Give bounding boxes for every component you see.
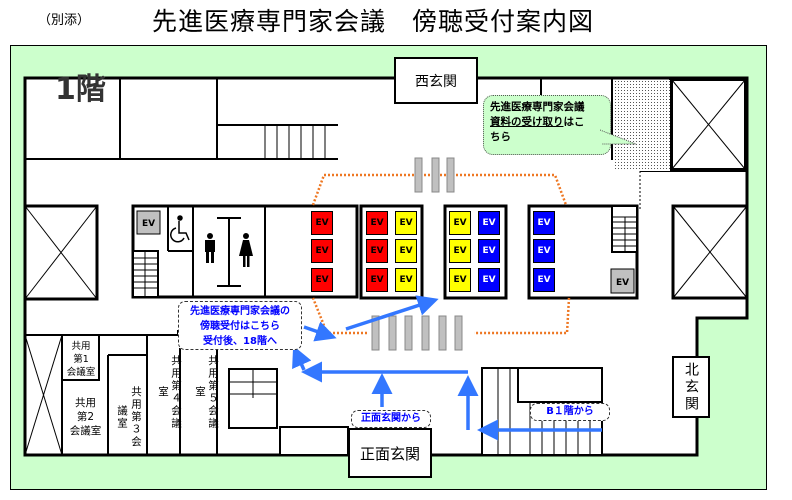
elevator-red: EV [366,268,388,292]
shared-room-1: 共用 第1 会議室 [63,340,99,379]
route-arrows [292,295,602,441]
security-gates-north [414,157,455,193]
hearing-callout-line3: 受付後、18階へ [203,336,277,347]
room-label-line: 会議室 [69,425,102,437]
route-arrow-to-callout [292,345,312,371]
elevator-yellow: EV [449,239,471,263]
stairs-west [132,250,159,298]
front-entrance: 正面玄関 [348,428,432,478]
shared-room-2: 共用 第2 会議室 [63,396,108,438]
room-label-line: 会議室 [66,367,96,378]
elevator-gray-west [136,210,161,235]
elevator-yellow: EV [395,239,417,263]
west-entrance: 西玄関 [394,57,478,104]
shared-room-4: 共用第４会議室 [157,354,182,430]
elevator-yellow: EV [395,268,417,292]
elevator-yellow: EV [449,268,471,292]
hearing-callout-line2: 傍聴受付はこちら [200,321,280,332]
materials-callout-line2-rest: はこ [563,116,585,128]
elevator-red: EV [311,268,333,292]
hearing-reception-callout: 先進医療専門家会議の 傍聴受付はこちら 受付後、18階へ [178,301,302,350]
void-south-west [24,334,63,456]
materials-callout-line3: ちら [490,131,511,143]
shared-room-3: 共用第３会議室 [116,385,142,449]
attachment-note: （別添） [38,13,91,28]
elevator-red: EV [366,211,388,235]
elevator-red: EV [311,211,333,235]
elevator-gray-east [610,268,635,294]
woman-icon [239,233,253,267]
route-arrow-to-elevators [345,295,439,331]
bottom-rooms [25,330,218,455]
elevator-blue: EV [478,268,500,292]
elevator-blue: EV [533,239,555,263]
elevator-red: EV [311,239,333,263]
room-label-line: 第2 [76,411,95,423]
page-title: 先進医療専門家会議 傍聴受付案内図 [152,7,595,36]
void-north-east [671,79,746,170]
void-east [671,204,749,300]
elevator-blue: EV [533,268,555,292]
from-b1-label: B１階から [530,403,610,421]
elevator-label: EV [616,278,629,288]
north-entrance: 北玄関 [672,356,710,418]
callout-pointer [600,129,637,145]
shared-room-5: 共用第５会議室 [194,354,219,430]
room-label-line: 共用 [71,341,91,352]
man-icon [205,233,215,263]
elevator-blue: EV [478,211,500,235]
elevator-bank-1-box [306,206,309,298]
elevator-yellow: EV [395,211,417,235]
materials-callout-line1: 先進医療専門家会議 [490,101,585,113]
elevator-blue: EV [533,211,555,235]
void-west [23,204,99,301]
route-arrow-to-gates [303,321,337,342]
room-label-line: 共用 [75,397,96,409]
north-entrance-label: 北玄関 [683,361,699,413]
hearing-callout-line1: 先進医療専門家会議の [190,306,290,317]
security-gates-south [371,315,463,351]
elevator-label: EV [142,219,155,229]
room-label-line: 第1 [73,354,89,365]
materials-area-hatched [613,80,670,171]
elevator-blue: EV [478,239,500,263]
front-entrance-label: 正面玄関 [359,444,420,463]
west-entrance-label: 西玄関 [415,73,457,90]
elevator-red: EV [366,239,388,263]
materials-callout-underlined: 資料の受け取り [490,116,564,128]
materials-pickup-callout: 先進医療専門家会議 資料の受け取りはこ ちら [483,95,611,155]
elevator-yellow: EV [449,211,471,235]
wheelchair-icon [170,215,190,243]
stairs-south-west [228,368,349,456]
stairs-east [611,205,638,253]
floor-label: 1階 [55,72,106,107]
from-front-entrance-label: 正面玄関から [351,410,431,428]
